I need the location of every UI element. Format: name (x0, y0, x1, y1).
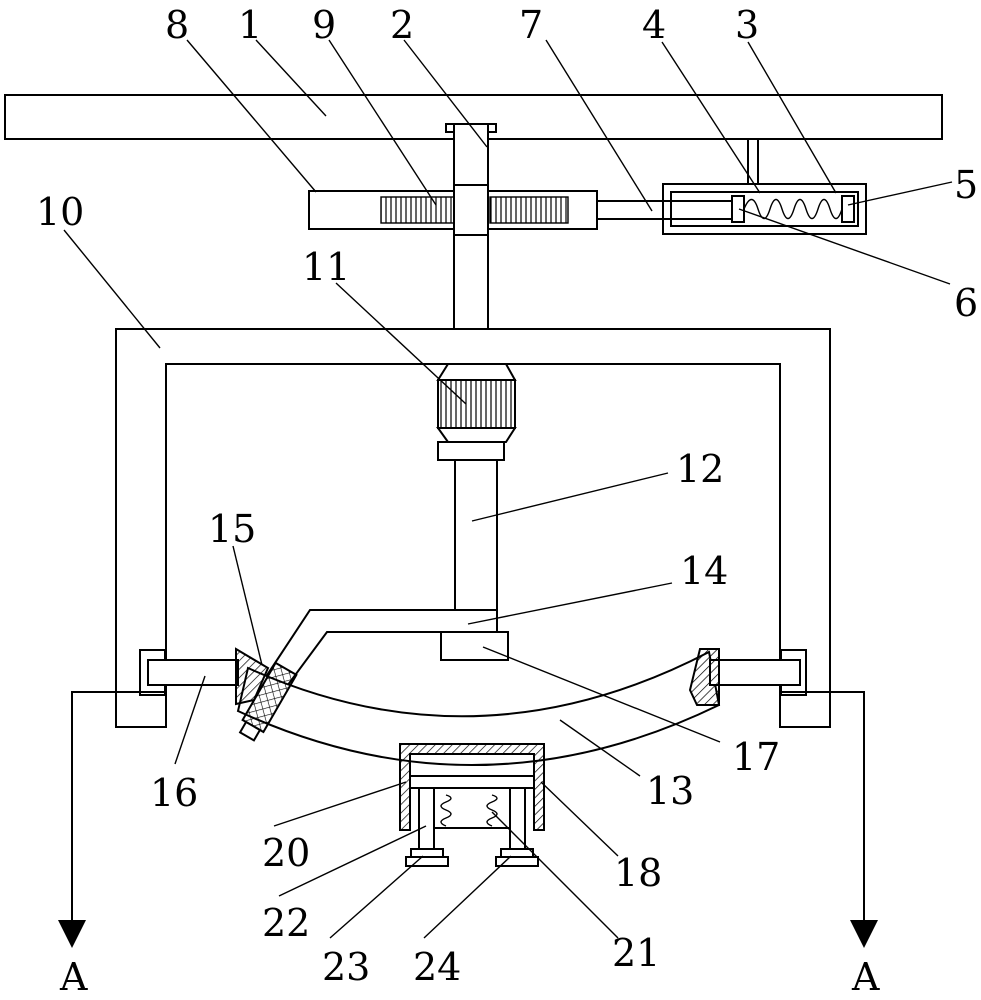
label-1: 1 (238, 3, 262, 47)
label-18: 18 (614, 851, 662, 895)
label-17: 17 (732, 735, 780, 779)
reference-numerals: 8 1 9 2 7 4 3 5 6 10 11 12 14 15 17 13 1… (36, 3, 978, 989)
feet (405, 848, 539, 867)
label-14: 14 (680, 549, 728, 593)
section-line (58, 691, 878, 948)
push-rod (596, 200, 733, 220)
rack-teeth-right (489, 196, 569, 224)
brush (238, 661, 298, 742)
spring-housing (662, 139, 867, 235)
label-20: 20 (262, 831, 310, 875)
piston (731, 195, 745, 223)
label-24: 24 (413, 945, 461, 989)
label-9: 9 (312, 3, 336, 47)
label-8: 8 (165, 3, 189, 47)
label-22: 22 (262, 901, 310, 945)
label-13: 13 (646, 769, 694, 813)
label-3: 3 (735, 3, 759, 47)
label-2: 2 (390, 3, 414, 47)
side-rods (139, 649, 807, 696)
rack-teeth-left (380, 196, 455, 224)
label-12: 12 (676, 447, 724, 491)
cup-housing (399, 743, 545, 831)
section-label-right: A (851, 955, 880, 999)
end-block (841, 195, 855, 223)
label-10: 10 (36, 190, 84, 234)
motor-shaft (454, 459, 498, 631)
label-16: 16 (150, 771, 198, 815)
motor (436, 363, 517, 461)
label-11: 11 (302, 245, 350, 289)
label-4: 4 (642, 3, 666, 47)
label-21: 21 (612, 931, 660, 975)
label-15: 15 (208, 507, 256, 551)
label-5: 5 (954, 163, 978, 207)
label-6: 6 (954, 281, 978, 325)
frame (115, 328, 831, 728)
block (440, 631, 509, 661)
label-7: 7 (519, 3, 543, 47)
section-label-left: A (59, 955, 88, 999)
legs (418, 787, 526, 851)
label-23: 23 (322, 945, 370, 989)
leader-lines (63, 39, 953, 939)
right-clamp (688, 648, 720, 706)
